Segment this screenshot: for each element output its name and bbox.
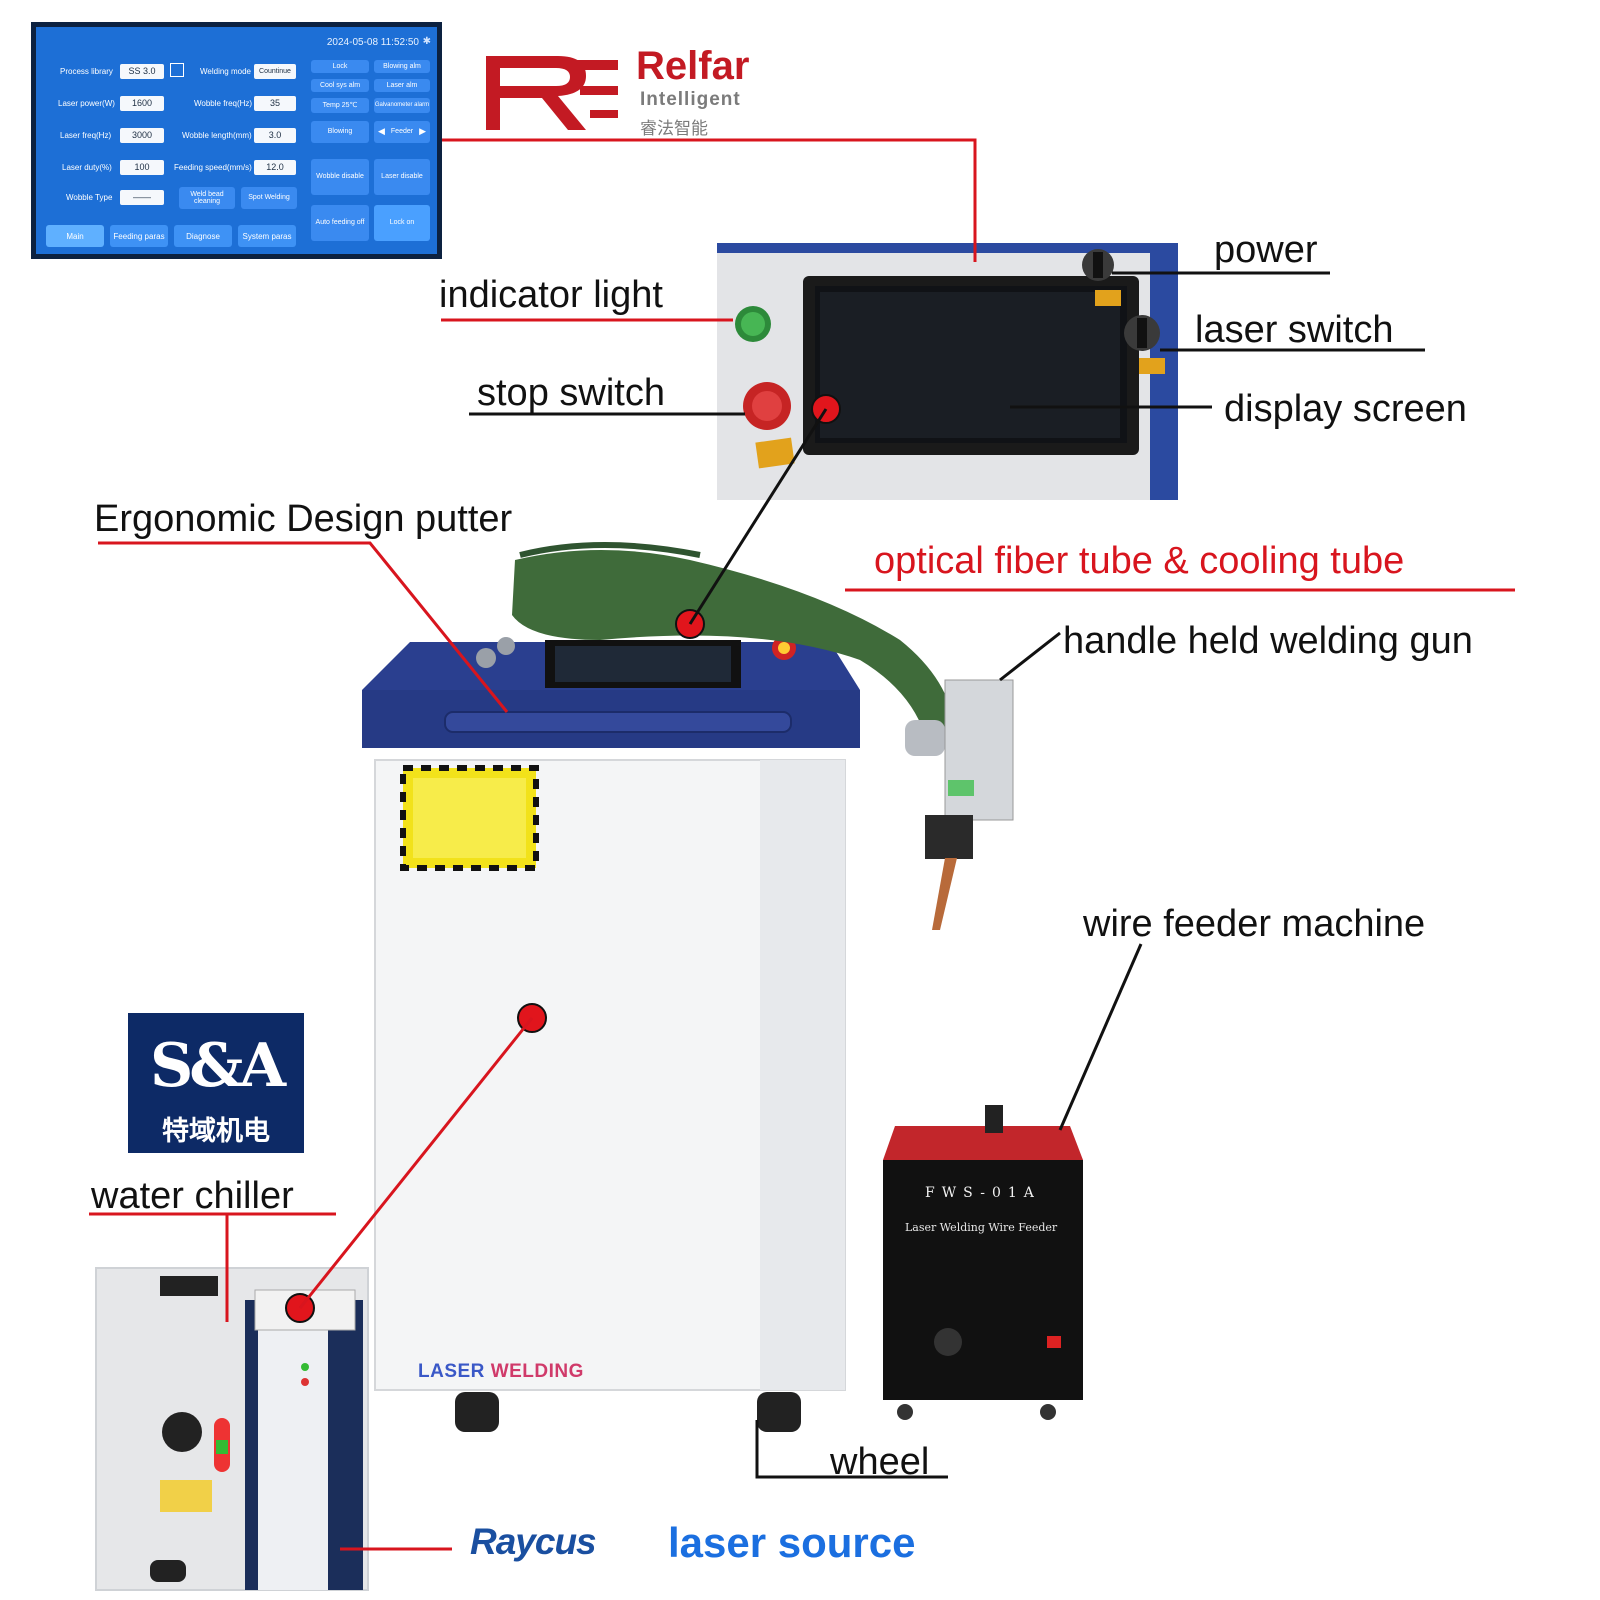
label-welding-gun: handle held welding gun [1063,620,1473,662]
chiller-brand-logo: S&A 特域机电 [128,1013,304,1153]
welding-mode-field[interactable]: Countinue [254,64,296,79]
hmi-label: Wobble length(mm) [182,131,252,140]
machine-brand-label: LASER WELDING [418,1361,584,1383]
chevron-left-icon[interactable]: ◀ [377,126,385,137]
blowing-alarm-button[interactable]: Blowing alm [374,60,430,73]
temp-button[interactable]: Temp 25℃ [311,98,369,113]
hmi-label: Wobble Type [66,193,113,202]
feeder-subtitle: Laser Welding Wire Feeder [905,1221,1058,1234]
laser-power-field[interactable]: 1600 [120,96,164,111]
label-wheel: wheel [830,1441,930,1483]
label-laser-source: laser source [668,1519,916,1566]
hmi-label: Welding mode [200,67,251,76]
hmi-label: Laser duty(%) [62,163,112,172]
laser-alarm-button[interactable]: Laser alm [374,79,430,92]
machine-label-laser: LASER [418,1361,485,1382]
lock-button[interactable]: Lock [311,60,369,73]
tab-feeding-paras[interactable]: Feeding paras [110,225,168,247]
brand-subtitle: Intelligent [640,89,741,110]
label-fiber-tube: optical fiber tube & cooling tube [874,540,1405,582]
wobble-freq-field[interactable]: 35 [254,96,296,111]
chiller-logo-cn: 特域机电 [162,1116,270,1146]
tab-main[interactable]: Main [46,225,104,247]
wobble-length-field[interactable]: 3.0 [254,128,296,143]
hmi-label: Laser freq(Hz) [60,131,112,140]
feeder-button[interactable]: ◀ Feeder ▶ [374,121,430,143]
chevron-right-icon[interactable]: ▶ [419,126,427,137]
weld-bead-cleaning-button[interactable]: Weld bead cleaning [179,187,235,209]
spot-welding-button[interactable]: Spot Welding [241,187,297,209]
tab-system-paras[interactable]: System paras [238,225,296,247]
wobble-type-field[interactable]: —— [120,190,164,205]
relfar-logo [486,56,618,130]
bluetooth-icon: ✱ [422,36,431,47]
label-wire-feeder: wire feeder machine [1083,903,1426,945]
hmi-screen: 2024-05-08 11:52:50 ✱ Process library SS… [31,22,442,259]
label-stop-switch: stop switch [477,372,665,414]
laser-disable-button[interactable]: Laser disable [374,159,430,195]
tab-diagnose[interactable]: Diagnose [174,225,232,247]
hmi-label: Process library [60,67,113,76]
brand-chinese: 睿法智能 [640,119,708,138]
lock-on-button[interactable]: Lock on [374,205,430,241]
label-indicator-light: indicator light [439,274,663,316]
label-power: power [1214,229,1318,271]
feeder-label: Feeder [390,128,414,136]
save-icon[interactable] [170,63,184,77]
laser-duty-field[interactable]: 100 [120,160,164,175]
laser-source-brand: Raycus [470,1521,597,1562]
hmi-label: Laser power(W) [58,99,115,108]
auto-feeding-off-button[interactable]: Auto feeding off [311,205,369,241]
label-display-screen: display screen [1224,388,1467,430]
brand-name: Relfar [636,44,750,88]
laser-freq-field[interactable]: 3000 [120,128,164,143]
wobble-disable-button[interactable]: Wobble disable [311,159,369,195]
blowing-button[interactable]: Blowing [311,121,369,143]
feeder-model: FWS-01A [925,1185,1041,1201]
label-water-chiller: water chiller [91,1175,294,1217]
hmi-timestamp: 2024-05-08 11:52:50 [326,37,419,48]
hmi-label: Wobble freq(Hz) [194,99,253,108]
chiller-logo-text: S&A [149,1031,286,1101]
feeding-speed-field[interactable]: 12.0 [254,160,296,175]
label-ergonomic: Ergonomic Design putter [94,498,513,540]
label-laser-switch: laser switch [1195,309,1394,351]
cool-sys-alarm-button[interactable]: Cool sys alm [311,79,369,92]
process-library-field[interactable]: SS 3.0 [120,64,164,79]
galvanometer-alarm-button[interactable]: Galvanometer alarm [374,98,430,113]
hmi-label: Feeding speed(mm/s) [174,163,252,172]
machine-label-welding: WELDING [490,1361,584,1382]
